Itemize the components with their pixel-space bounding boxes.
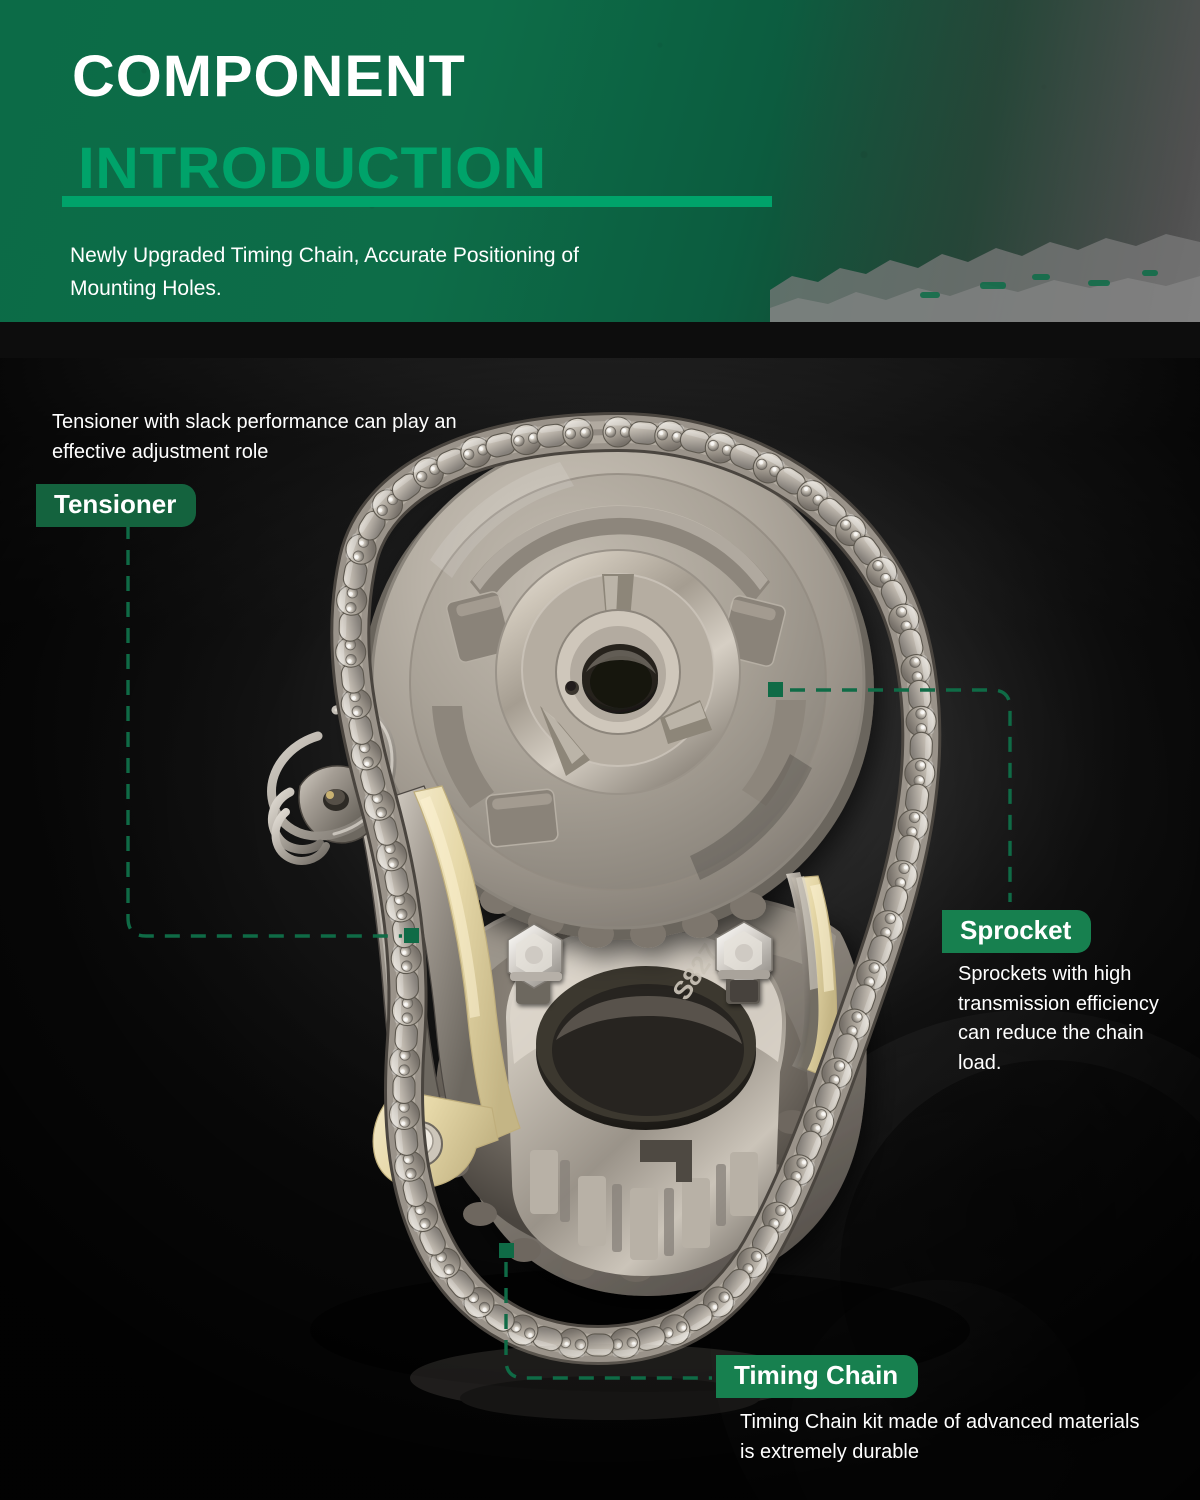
chain-link <box>562 417 594 449</box>
callout-description-timing-chain: Timing Chain kit made of advanced materi… <box>740 1411 1140 1463</box>
chain-link <box>679 428 711 454</box>
chain-link <box>350 739 382 771</box>
callout-badge-tensioner[interactable]: Tensioner <box>36 484 197 528</box>
chain-link <box>880 579 908 611</box>
connector-endpoint-sprocket <box>768 682 783 697</box>
callout-description-sprocket: Sprockets with high transmission efficie… <box>958 963 1159 1074</box>
timing-chain <box>335 417 936 1361</box>
chain-link <box>395 969 420 1001</box>
callout-badge-timing-chain[interactable]: Timing Chain <box>716 1355 919 1399</box>
chain-link <box>783 1154 815 1186</box>
chain-link <box>821 1057 853 1089</box>
chain-guide-rail <box>786 872 838 1077</box>
connector-endpoint-tensioner <box>404 928 419 943</box>
chain-link <box>394 1124 419 1156</box>
chain-link <box>392 1072 416 1105</box>
chain-link <box>866 555 898 588</box>
chain-link <box>736 1247 769 1280</box>
chain-link <box>360 764 386 796</box>
connector-endpoint-timing-chain <box>499 1243 514 1258</box>
chain-link <box>897 809 929 841</box>
page-title-line1: COMPONENT <box>72 44 466 109</box>
chain-link <box>428 1247 461 1280</box>
chain-link <box>340 688 372 720</box>
chain-link <box>634 1325 666 1351</box>
page-title-line2: INTRODUCTION <box>78 136 547 201</box>
chain-link <box>832 1033 859 1064</box>
chain-link <box>389 1046 421 1079</box>
chain-link <box>682 1303 713 1332</box>
chain-link <box>436 448 467 475</box>
chain-link <box>385 891 417 923</box>
callout-description-tensioner: Tensioner with slack performance can pla… <box>52 411 457 463</box>
title-underline <box>62 196 772 207</box>
cam-phaser-sprocket <box>362 434 874 948</box>
chain-link <box>752 451 785 484</box>
callout-badge-sprocket[interactable]: Sprocket <box>942 910 1092 954</box>
hex-bolt-left <box>507 923 563 1004</box>
chain-link <box>803 1106 835 1138</box>
chain-link <box>853 535 882 566</box>
chain-link <box>391 995 423 1027</box>
chain-link <box>872 910 904 942</box>
chain-link <box>609 1327 641 1359</box>
chain-link <box>751 1225 779 1256</box>
chain-link <box>536 423 568 448</box>
chain-link <box>729 443 760 471</box>
chain-link <box>363 789 395 821</box>
chain-link <box>348 713 374 745</box>
chain-link <box>402 1176 428 1208</box>
chain-link <box>373 814 399 846</box>
chain-link <box>900 654 932 686</box>
connector-sprocket <box>790 688 1012 902</box>
chain-link <box>345 533 377 565</box>
chain-link <box>659 1314 691 1346</box>
chain-link <box>909 731 933 763</box>
chain-link <box>342 558 368 590</box>
chain-link <box>628 421 660 445</box>
chain-link <box>384 865 409 897</box>
chain-link <box>376 840 408 872</box>
connector-timing-chain <box>504 1262 712 1380</box>
chain-link <box>394 1150 426 1182</box>
chain-link <box>898 628 924 660</box>
chain-link <box>761 1201 794 1234</box>
hex-bolt-right <box>715 921 773 1004</box>
chain-link <box>460 436 492 468</box>
chain-link <box>557 1327 589 1360</box>
chain-link <box>795 1130 823 1162</box>
chain-link <box>419 1225 446 1256</box>
chain-link <box>654 420 686 452</box>
chain-link <box>394 1021 419 1053</box>
chain-link <box>867 935 893 966</box>
chain-link <box>388 1098 421 1131</box>
crank-sprocket-hub: S827 <box>506 922 786 1276</box>
chain-link <box>838 1008 871 1040</box>
chain-link <box>850 984 877 1015</box>
chain-link <box>338 610 362 642</box>
connector-tensioner <box>126 524 402 938</box>
chain-link <box>358 510 386 541</box>
chain-link <box>904 757 936 789</box>
